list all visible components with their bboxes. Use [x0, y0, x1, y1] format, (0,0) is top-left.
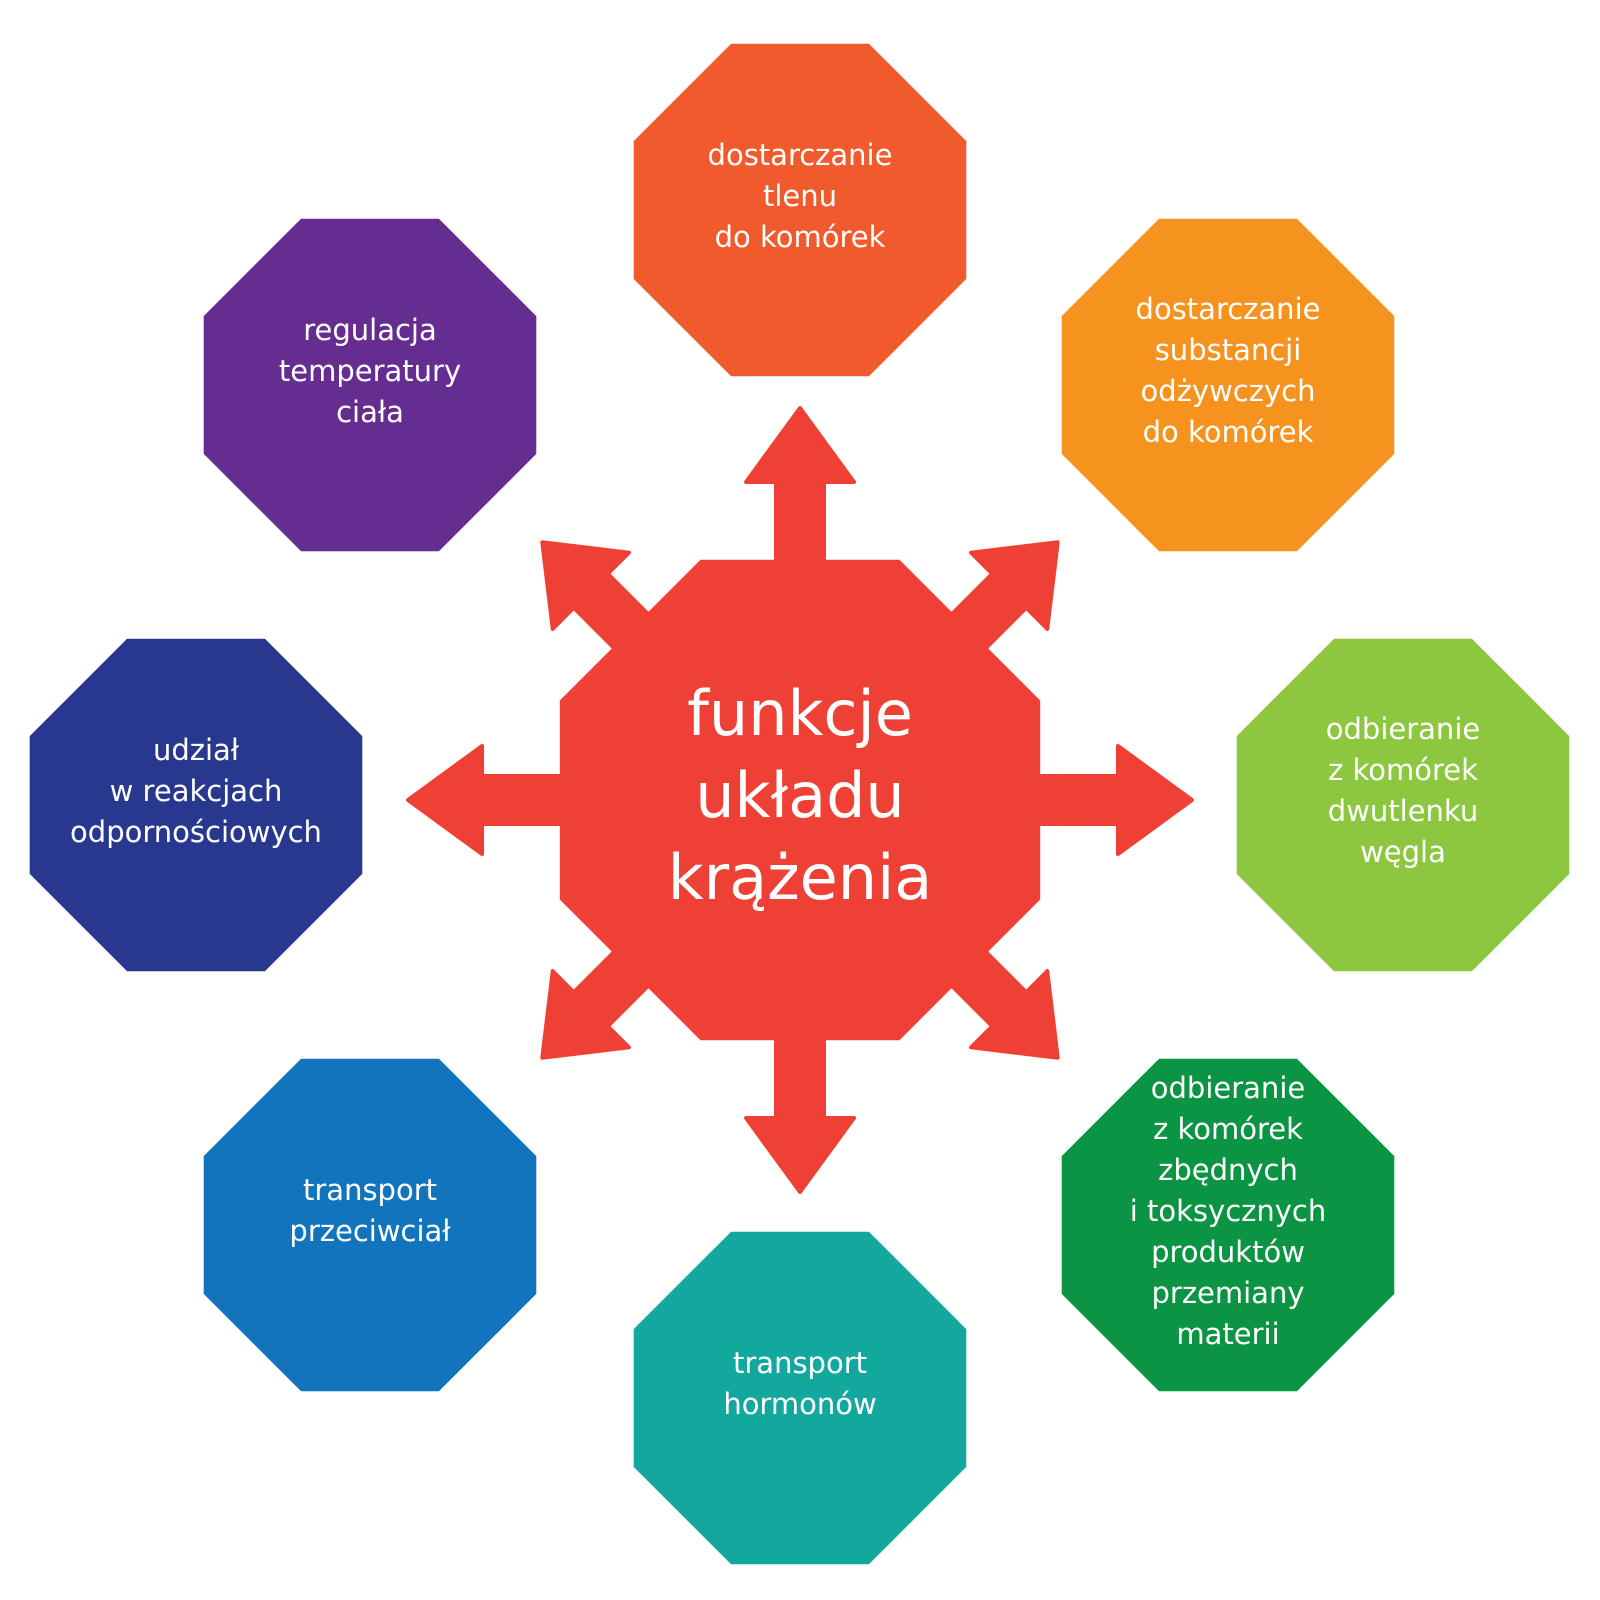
node-octagon-hormones — [633, 1231, 967, 1565]
node-octagon-nutrients — [1061, 218, 1395, 552]
node-octagon-co2-removal — [1236, 638, 1570, 972]
node-octagon-oxygen — [633, 43, 967, 377]
hub-layer — [559, 559, 1041, 1041]
node-octagon-immune — [29, 638, 363, 972]
nodes-layer — [29, 43, 1570, 1565]
node-octagon-waste-removal — [1061, 1058, 1395, 1392]
node-octagon-temperature — [203, 218, 537, 552]
center-hub-octagon — [559, 559, 1041, 1041]
node-octagon-antibodies — [203, 1058, 537, 1392]
